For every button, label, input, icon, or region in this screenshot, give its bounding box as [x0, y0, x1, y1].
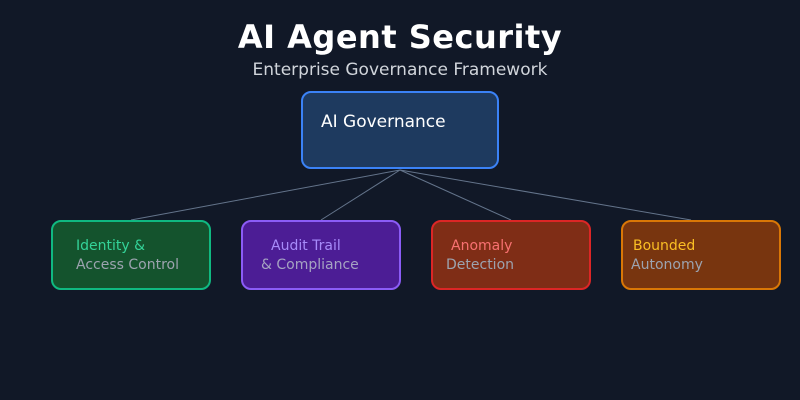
ai-governance-node: AI Governance	[301, 91, 499, 169]
connector-audit	[320, 169, 401, 221]
bounded-autonomy-label-line1: Bounded	[633, 238, 696, 254]
diagram-title: AI Agent Security	[237, 18, 563, 56]
connector-identity	[130, 169, 401, 221]
audit-compliance-label-line1: Audit Trail	[271, 238, 341, 254]
identity-access-label-line1: Identity &	[76, 238, 146, 254]
audit-compliance-node: Audit Trail & Compliance	[241, 220, 401, 290]
audit-compliance-label-line2: & Compliance	[261, 257, 359, 273]
anomaly-detection-node: Anomaly Detection	[431, 220, 591, 290]
anomaly-detection-label-line2: Detection	[446, 257, 515, 273]
ai-governance-label: AI Governance	[321, 112, 446, 132]
anomaly-detection-label-line1: Anomaly	[451, 238, 513, 254]
connector-bounded	[399, 169, 692, 221]
diagram-subtitle: Enterprise Governance Framework	[252, 60, 548, 80]
bounded-autonomy-node: Bounded Autonomy	[621, 220, 781, 290]
identity-access-label-line2: Access Control	[76, 257, 179, 273]
connector-anomaly	[399, 169, 512, 221]
identity-access-node: Identity & Access Control	[51, 220, 211, 290]
bounded-autonomy-label-line2: Autonomy	[631, 257, 703, 273]
